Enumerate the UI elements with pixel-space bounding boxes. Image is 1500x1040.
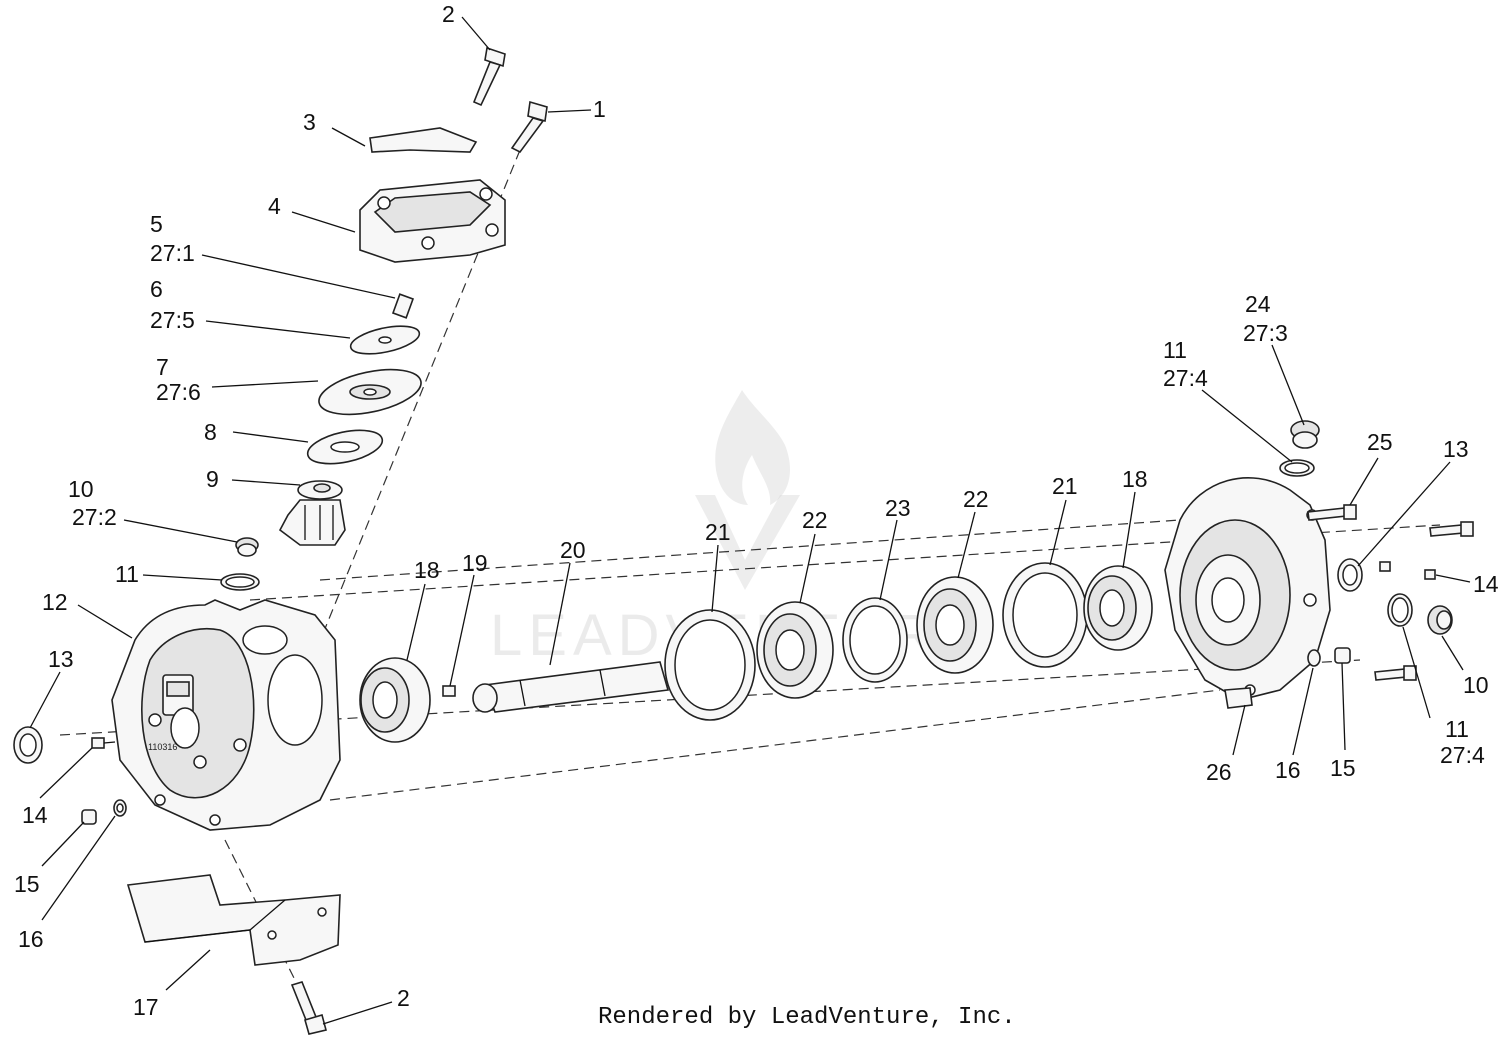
washer-left (113, 799, 127, 817)
bearing-spacer (842, 597, 908, 683)
cover-plate (369, 127, 478, 153)
bolt-top (472, 46, 506, 107)
washer (349, 325, 421, 355)
callout-20: 20 (560, 537, 586, 563)
callout-17: 17 (133, 994, 159, 1020)
callout-11-left: 11 (115, 561, 139, 587)
callout-11-right-bottom: 11 (1445, 716, 1469, 742)
bearing-left (359, 657, 431, 743)
bearing-right (1083, 565, 1153, 651)
diaphragm-support-ring (306, 429, 384, 465)
callout-13-left: 13 (48, 646, 74, 672)
head-cover (359, 179, 506, 263)
callout-18-left: 18 (414, 557, 440, 583)
long-bolt (510, 100, 548, 154)
callout-10-left: 10 (68, 476, 94, 502)
callout-22-right: 22 (963, 486, 989, 512)
pump-shaft (472, 661, 670, 713)
set-screw (442, 685, 456, 697)
callout-labels: 2 1 3 4 5 27:1 6 27:5 7 27:6 8 9 10 27:2… (14, 1, 1499, 1020)
bearing-center-left (756, 601, 834, 699)
callout-24: 24 (1245, 291, 1271, 317)
breather-cap (1290, 420, 1320, 449)
seal-ring-right (1002, 562, 1088, 668)
callout-27-3: 27:3 (1243, 320, 1288, 346)
bearing-center-right (916, 576, 994, 674)
callout-16-right: 16 (1275, 757, 1301, 783)
callout-27-5: 27:5 (150, 307, 195, 333)
callout-11-right-top: 11 (1163, 337, 1187, 363)
rendered-by-footer: Rendered by LeadVenture, Inc. (598, 1004, 1016, 1031)
callout-12: 12 (42, 589, 68, 615)
diaphragm (318, 368, 422, 416)
callout-9: 9 (206, 466, 219, 492)
pump-housing: 110316 (111, 599, 341, 831)
o-ring-right-top (1279, 459, 1315, 477)
screw-left (91, 737, 116, 749)
callout-27-4-top: 27:4 (1163, 365, 1208, 391)
bolt-bottom (290, 981, 327, 1035)
callout-2-top: 2 (442, 1, 455, 27)
plug-right (1334, 647, 1351, 664)
callout-4: 4 (268, 193, 281, 219)
callout-1: 1 (593, 96, 606, 122)
plug-left (81, 809, 97, 825)
callout-19: 19 (462, 550, 488, 576)
callout-8: 8 (204, 419, 217, 445)
callout-18-right: 18 (1122, 466, 1148, 492)
washer-right (1307, 649, 1321, 667)
mounting-bracket (126, 874, 341, 966)
o-ring-right-bottom (1387, 593, 1413, 627)
callout-15-left: 15 (14, 871, 40, 897)
callout-2-bottom: 2 (397, 985, 410, 1011)
callout-21-right: 21 (1052, 473, 1078, 499)
callout-27-6: 27:6 (156, 379, 201, 405)
drain-plug-left (235, 537, 259, 557)
callout-7: 7 (156, 354, 169, 380)
callout-14-right: 14 (1473, 571, 1499, 597)
drain-plug-right (1427, 605, 1453, 635)
callout-21-left: 21 (705, 519, 731, 545)
o-ring-left (220, 573, 260, 591)
callout-10-right: 10 (1463, 672, 1489, 698)
seal-left (13, 726, 43, 764)
callout-27-2: 27:2 (72, 504, 117, 530)
callout-23: 23 (885, 495, 911, 521)
callout-26: 26 (1206, 759, 1232, 785)
callout-25: 25 (1367, 429, 1393, 455)
part-stamp: 110316 (148, 742, 177, 752)
callout-15-right: 15 (1330, 755, 1356, 781)
callout-14-left: 14 (22, 802, 48, 828)
callout-13-right: 13 (1443, 436, 1469, 462)
leader-lines (29, 16, 1471, 1025)
callout-3: 3 (303, 109, 316, 135)
diaphragm-bolt (391, 293, 415, 319)
callout-22-left: 22 (802, 507, 828, 533)
callout-27-1: 27:1 (150, 240, 195, 266)
screw-right (1379, 561, 1436, 580)
callout-16-left: 16 (18, 926, 44, 952)
seal-ring-left (664, 609, 756, 721)
housing-bolts (1307, 504, 1474, 681)
callout-6: 6 (150, 276, 163, 302)
end-housing (1164, 477, 1331, 709)
callout-27-4-bottom: 27:4 (1440, 742, 1485, 768)
piston (278, 480, 346, 546)
seal-right (1337, 558, 1363, 592)
callout-5: 5 (150, 211, 163, 237)
